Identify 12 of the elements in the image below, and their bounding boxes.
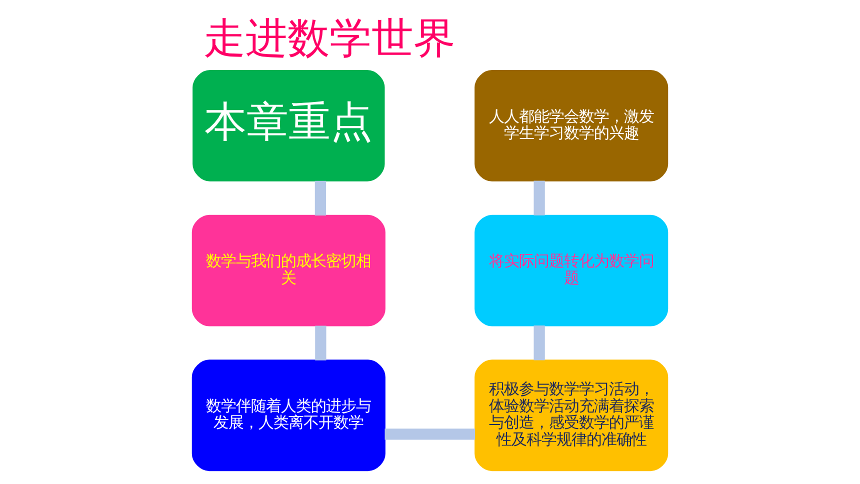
- connector: [534, 180, 545, 216]
- node-box: 数学伴随着人类的进步与发展，人类离不开数学: [192, 360, 386, 472]
- connector: [314, 180, 326, 216]
- node-box: 将实际问题转化为数学问题: [474, 214, 668, 326]
- node-box: 数学与我们的成长密切相关: [192, 214, 386, 326]
- diagram-title: 走进数学世界: [204, 14, 456, 63]
- connector: [384, 428, 476, 440]
- node-box: 人人都能学会数学，激发学生学习数学的兴趣: [474, 70, 668, 182]
- node-box: 本章重点: [192, 70, 385, 182]
- connector: [315, 326, 326, 360]
- node-box: 积极参与数学学习活动，体验数学活动充满着探索与创造，感受数学的严谨性及科学规律的准确性: [474, 360, 668, 472]
- connector: [534, 326, 545, 360]
